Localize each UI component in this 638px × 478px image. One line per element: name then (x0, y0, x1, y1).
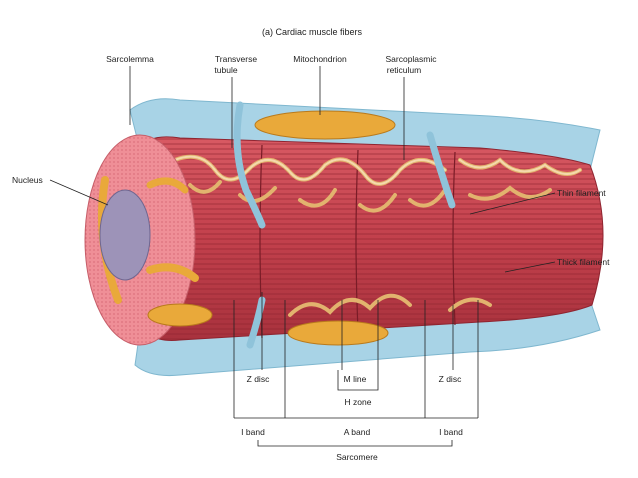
mitochondrion-lower-left (147, 303, 213, 327)
reticulum-highlight (174, 155, 581, 185)
label-transverse-tubule-line2: tubule (214, 65, 237, 75)
transverse-tubule-left (233, 101, 266, 229)
label-thick-filament: Thick filament (557, 257, 610, 267)
myofibril-striations (150, 136, 604, 341)
label-sarcolemma: Sarcolemma (106, 54, 154, 64)
label-mitochondrion: Mitochondrion (293, 54, 347, 64)
nucleus (99, 189, 151, 281)
mitochondrion-bottom (287, 320, 389, 346)
label-a-band: A band (344, 427, 371, 437)
label-z-disc-right: Z disc (439, 374, 462, 384)
label-z-disc-left: Z disc (247, 374, 270, 384)
transverse-tubule-bottom (246, 296, 266, 349)
diagram-title: (a) Cardiac muscle fibers (262, 27, 363, 37)
label-i-band-right: I band (439, 427, 463, 437)
transverse-tubule-right (426, 131, 456, 209)
bracket-h-zone (337, 370, 379, 391)
leader-nucleus (49, 179, 109, 206)
label-transverse-tubule-line1: Transverse (215, 54, 257, 64)
mitochondrion-end-top (146, 177, 189, 194)
bracket-sarcomere (257, 440, 453, 447)
label-nucleus: Nucleus (12, 175, 43, 185)
label-i-band-left: I band (241, 427, 265, 437)
label-sarcoplasmic-reticulum-line1: Sarcoplasmic (385, 54, 437, 64)
m-line-mark (355, 149, 359, 333)
label-thin-filament: Thin filament (557, 188, 606, 198)
label-sarcoplasmic-reticulum-line2: reticulum (387, 65, 421, 75)
leader-thick-filament (504, 261, 556, 273)
mitochondrion-end-right (146, 263, 199, 282)
label-sarcomere: Sarcomere (336, 452, 378, 462)
mitochondrion-top (254, 110, 396, 140)
label-m-line: M line (344, 374, 367, 384)
leader-thin-filament (469, 192, 556, 215)
label-h-zone: H zone (345, 397, 372, 407)
